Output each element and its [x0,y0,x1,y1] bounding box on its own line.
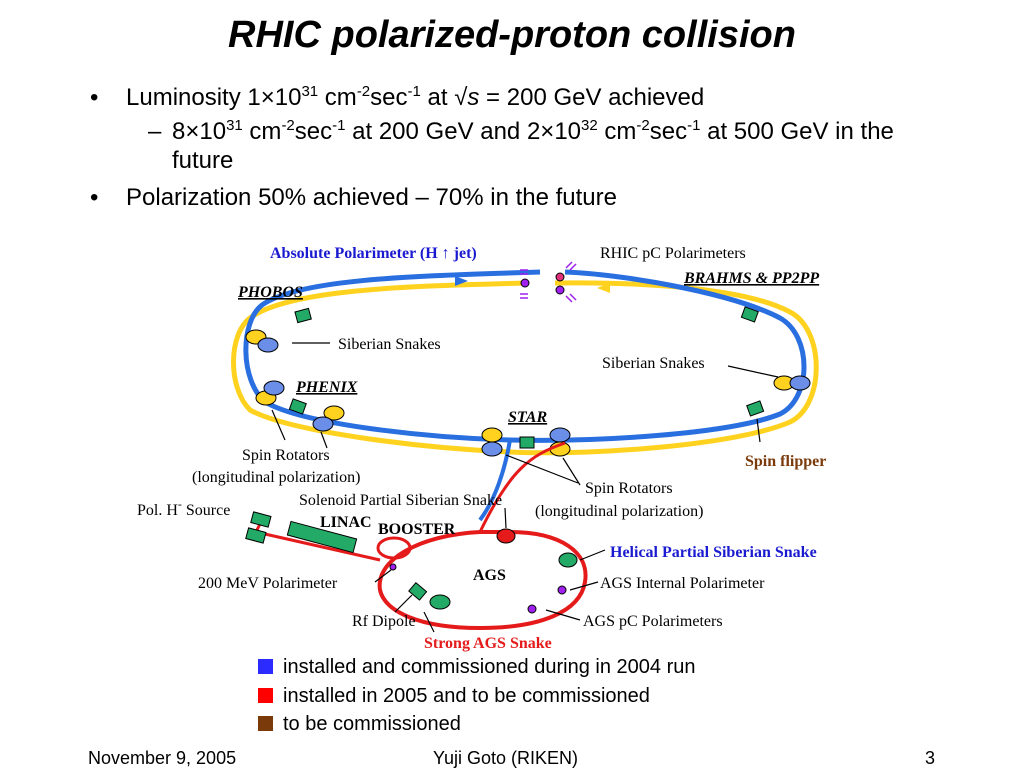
legend-swatch [258,659,273,674]
beam-direction-arrow [597,283,610,293]
rf-dipole [408,581,428,601]
dx-magnet [288,398,307,415]
h-jet-polarimeter [520,278,530,288]
ags-label: AGS [473,567,506,584]
abs-polarimeter-label: Absolute Polarimeter (H↑ jet) [270,245,477,262]
solenoid-snake [496,528,516,544]
phobos-label: PHOBOS [237,284,303,301]
rhic-pc-label: RHIC pC Polarimeters [600,245,746,262]
rf-dipole-label: Rf Dipole [352,613,416,630]
transfer-line [478,439,512,522]
siberian-snakes-right-label: Siberian Snakes [602,355,705,372]
ags-internal-polarimeter-label: AGS Internal Polarimeter [600,575,765,592]
footer-date: November 9, 2005 [88,748,237,768]
star-label: STAR [508,409,547,426]
dash-marker: – [148,118,162,145]
legend-text: installed in 2005 and to be commissioned [283,685,650,707]
sub-bullet-future-luminosity: – 8×1031 cm-2sec-1 at 200 GeV and 2×1032… [148,118,894,174]
ags-to-rhic-line [478,441,566,533]
dx-magnet [519,436,535,449]
spin-rotators-left-sub-label: (longitudinal polarization) [192,469,360,486]
beam-direction-arrow [455,276,468,286]
spin-rotators-right-label: Spin Rotators [585,480,673,497]
ags-pc-polarimeters-label: AGS pC Polarimeters [583,613,723,630]
footer-author: Yuji Goto (RIKEN) [433,748,579,768]
pol-h-source-label: Pol. H- Source [137,497,230,519]
legend-item-future: to be commissioned [258,713,461,736]
helical-snake [558,552,578,568]
spin-rotator-star-left [481,427,503,457]
bullet-polarization: • Polarization 50% achieved – 70% in the… [90,184,617,213]
phenix-label: PHENIX [295,379,358,396]
snake-right [773,375,811,391]
spin-flipper-label: Spin flipper [745,453,826,470]
linac [286,520,358,554]
spin-rotators-right-sub-label: (longitudinal polarization) [535,503,703,520]
ags-internal-polarimeter [557,585,567,595]
spin-rotator-phenix [312,405,345,432]
spin-rotators-left-label: Spin Rotators [242,447,330,464]
sub-bullet-text: 8×1031 cm-2sec-1 at 200 GeV and 2×1032 c… [172,117,894,174]
polarimeter-rays [520,261,577,303]
booster-ring [376,536,412,560]
linac-label: LINAC [320,514,372,531]
footer-page-number: 3 [925,748,936,768]
legend-swatch [258,716,273,731]
dx-magnet [740,306,759,323]
booster-label: BOOSTER [378,521,456,538]
legend-text: installed and commissioned during in 200… [283,656,696,678]
legend-item-2004: installed and commissioned during in 200… [258,656,695,679]
dx-magnet [294,307,312,324]
snake-left-lower [255,380,285,406]
strong-ags-snake-label: Strong AGS Snake [424,635,552,652]
helical-snake-label: Helical Partial Siberian Snake [610,544,817,561]
slide-title: RHIC polarized-proton collision [228,14,796,56]
spin-flipper-magnet [746,400,765,417]
ags-pc-polarimeter [527,604,537,614]
siberian-snakes-left-label: Siberian Snakes [338,336,441,353]
pol-h-source [245,527,267,544]
mev200-polarimeter-label: 200 MeV Polarimeter [198,575,338,592]
legend-swatch [258,688,273,703]
bullet-polarization-text: Polarization 50% achieved – 70% in the f… [126,184,617,211]
snake-left-upper [245,329,279,353]
bullet-marker: • [90,184,99,211]
bullet-marker: • [90,84,99,111]
mev200-polarimeter [389,563,397,571]
leader-arrows [271,342,779,633]
rhic-pc-polarimeter [555,272,565,282]
bullet-luminosity: • Luminosity 1×1031 cm-2sec-1 at √s = 20… [90,84,704,113]
bullet-luminosity-text: Luminosity 1×1031 cm-2sec-1 at √s = 200 … [126,83,705,111]
strong-ags-snake [429,594,451,610]
rhic-pc-polarimeter [555,285,565,295]
brahms-label: BRAHMS & PP2PP [683,270,819,287]
legend-item-2005: installed in 2005 and to be commissioned [258,685,650,708]
pol-h-source [250,511,272,528]
solenoid-snake-label: Solenoid Partial Siberian Snake [299,492,502,509]
legend-text: to be commissioned [283,713,461,735]
